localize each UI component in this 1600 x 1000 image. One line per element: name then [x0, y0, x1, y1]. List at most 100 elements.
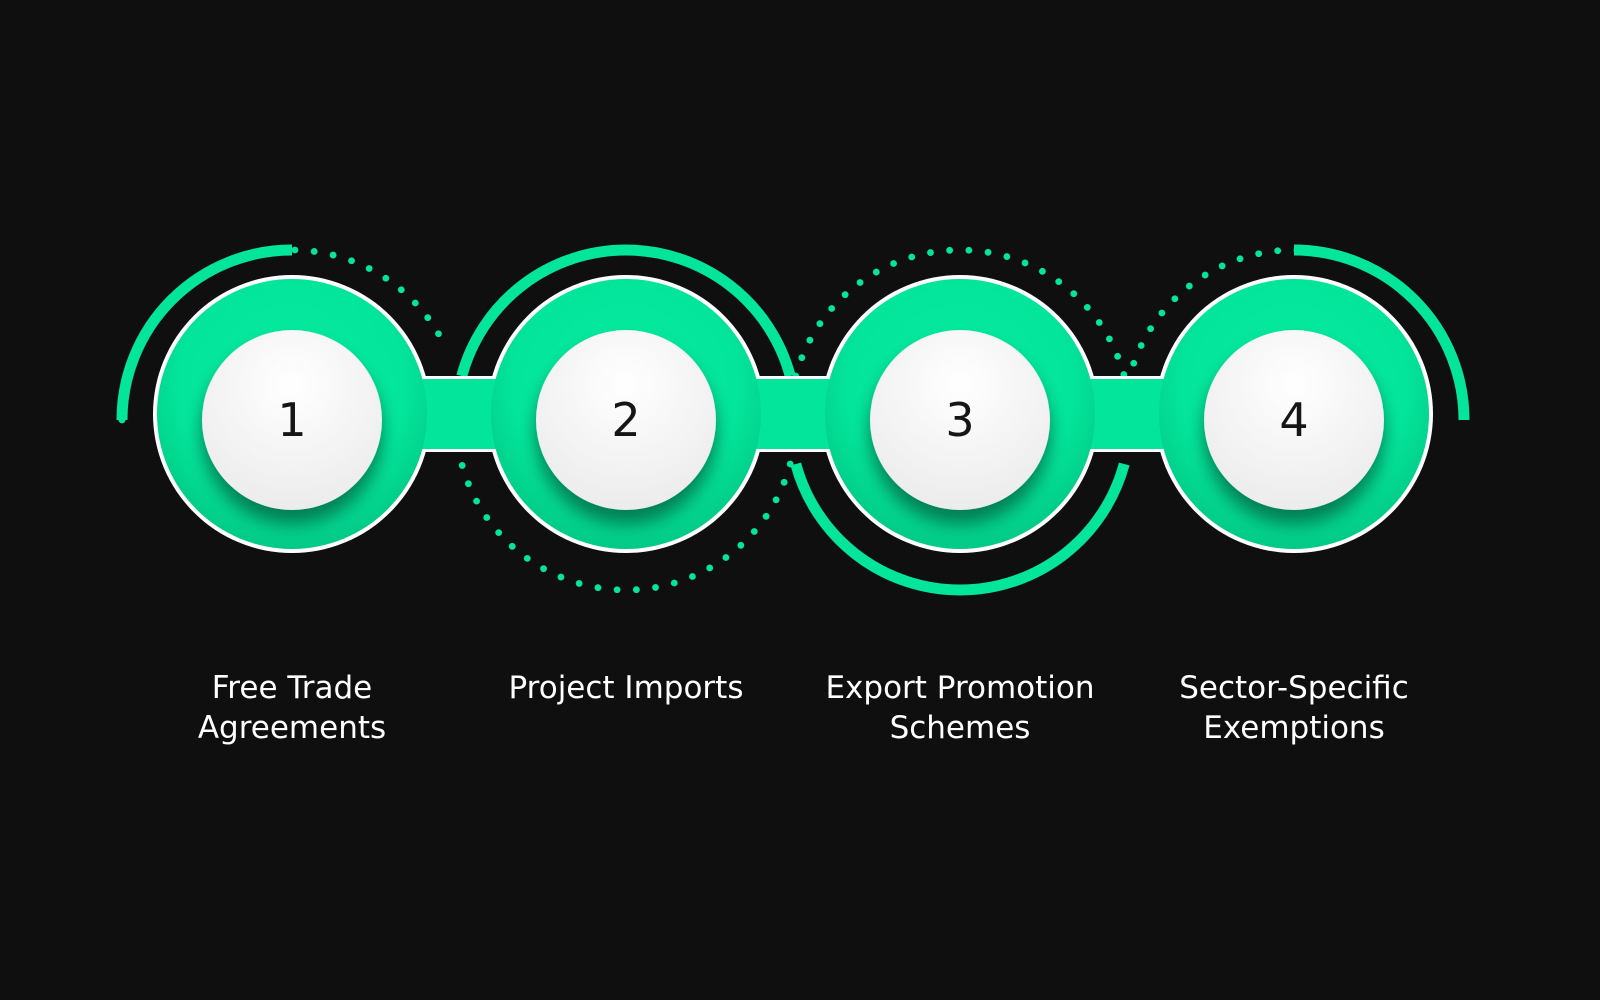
dotted-ring-dot — [329, 251, 337, 259]
dotted-ring-dot — [806, 336, 814, 344]
dotted-ring-dot — [1070, 290, 1078, 298]
dotted-ring-dot — [1460, 403, 1467, 411]
dotted-ring-dot — [984, 248, 992, 256]
solid-ring-arc — [1293, 244, 1470, 421]
step-label-line: Sector-Specific — [1179, 670, 1409, 706]
dotted-ring-dot — [291, 246, 299, 254]
dotted-ring-dot — [473, 497, 481, 505]
dotted-ring-dot — [1312, 248, 1320, 255]
step-label-line: Free Trade — [211, 670, 373, 706]
dotted-ring-dot — [1114, 352, 1122, 360]
dotted-ring-dot — [762, 512, 770, 520]
dotted-ring-dot — [119, 397, 127, 405]
dotted-ring-dot — [169, 295, 177, 303]
dotted-ring-dot — [1201, 271, 1209, 279]
dotted-ring-dot — [798, 354, 806, 362]
dotted-ring-dot — [1171, 295, 1179, 303]
solid-ring-arc — [790, 462, 1130, 596]
step-label-line: Exemptions — [1203, 710, 1385, 746]
dotted-ring-dot — [722, 554, 730, 561]
dotted-ring-dot — [183, 282, 191, 290]
dotted-ring-dot — [145, 325, 153, 333]
solid-ring-arc — [456, 244, 796, 378]
dotted-ring-dot — [1413, 299, 1421, 307]
dotted-ring-dot — [1457, 384, 1465, 391]
dotted-ring-dot — [965, 246, 973, 254]
dotted-ring-dot — [841, 291, 849, 299]
dotted-ring-dot — [483, 514, 491, 521]
dotted-ring-dot — [1255, 250, 1263, 258]
dotted-ring-dot — [1236, 255, 1244, 263]
dotted-ring-dot — [1445, 347, 1453, 355]
step-number: 2 — [611, 393, 640, 447]
dotted-ring-dot — [1331, 251, 1339, 259]
dotted-ring-dot — [397, 286, 405, 294]
dotted-ring-dot — [1095, 319, 1103, 326]
dotted-ring-dot — [128, 359, 136, 367]
dotted-ring-dot — [253, 250, 261, 258]
dotted-ring-dot — [310, 248, 318, 255]
step-disc — [870, 330, 1050, 510]
step-node-2: 2 — [536, 330, 716, 510]
dotted-ring-dot — [772, 496, 780, 504]
dotted-ring-dot — [1218, 262, 1226, 270]
dotted-ring-dot — [1384, 274, 1392, 282]
dotted-ring-dot — [594, 584, 602, 592]
dotted-ring-dot — [348, 257, 355, 265]
step-label-4: Sector-Specific Exemptions — [1134, 668, 1454, 748]
step-disc — [1204, 330, 1384, 510]
step-disc — [536, 330, 716, 510]
dotted-ring-dot — [424, 314, 432, 322]
dotted-ring-dot — [575, 580, 583, 587]
step-node-3: 3 — [870, 330, 1050, 510]
dotted-ring-dot — [1293, 246, 1301, 254]
step-label-2: Project Imports — [466, 668, 786, 708]
dotted-ring-dot — [1350, 257, 1357, 265]
dotted-ring-dot — [1147, 325, 1155, 333]
dotted-ring-dot — [365, 265, 373, 272]
dotted-ring-dot — [435, 330, 442, 338]
dotted-ring-dot — [216, 262, 224, 270]
step-label-1: Free Trade Agreements — [132, 668, 452, 748]
dotted-ring-dot — [780, 478, 788, 486]
dotted-ring-dot — [1039, 267, 1046, 275]
dotted-ring-dot — [737, 541, 745, 549]
dotted-ring-dot — [382, 274, 390, 282]
dotted-ring-dot — [652, 584, 659, 591]
dotted-ring-dot — [156, 309, 164, 317]
dotted-ring-dot — [890, 260, 897, 267]
dotted-ring-dot — [1158, 309, 1166, 317]
step-node-4: 4 — [1204, 330, 1384, 510]
dotted-ring-dot — [1426, 314, 1434, 322]
dotted-ring-dot — [540, 565, 547, 573]
dotted-ring-dot — [632, 586, 640, 594]
chain-body — [157, 279, 1429, 549]
step-label-line: Agreements — [197, 710, 387, 746]
dotted-ring-dot — [613, 586, 621, 594]
dotted-ring-dot — [118, 416, 126, 424]
dotted-ring-dot — [272, 247, 280, 255]
dotted-ring-dot — [1367, 265, 1375, 272]
dotted-ring-dot — [1105, 335, 1113, 343]
dotted-ring-dot — [234, 255, 242, 263]
dotted-ring-dot — [946, 246, 954, 254]
step-label-line: Schemes — [889, 710, 1031, 746]
dotted-ring-dot — [1055, 278, 1063, 286]
dotted-ring-dot — [1399, 286, 1407, 294]
dotted-ring-dot — [1452, 365, 1460, 373]
dotted-ring-dot — [495, 529, 503, 537]
dotted-ring-dot — [927, 249, 934, 256]
step-number: 3 — [945, 393, 974, 447]
dotted-ring-dot — [706, 564, 714, 572]
step-label-line: Export Promotion — [825, 670, 1095, 706]
dotted-ring-dot — [872, 268, 880, 276]
dotted-ring-dot — [411, 299, 419, 307]
step-label-3: Export Promotion Schemes — [800, 668, 1120, 748]
dotted-ring-dot — [750, 528, 758, 535]
step-disc — [202, 330, 382, 510]
dotted-ring-dot — [122, 378, 130, 386]
decorative-rings — [116, 244, 1470, 596]
dotted-ring-dot — [523, 554, 531, 562]
dotted-ring-dot — [828, 305, 836, 312]
